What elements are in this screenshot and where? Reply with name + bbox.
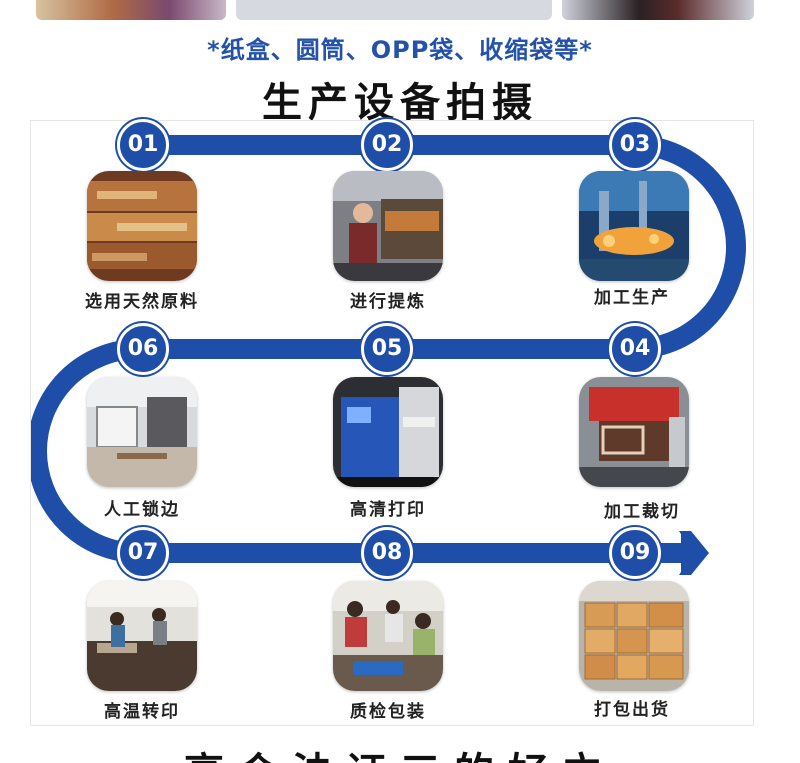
- step-photo-quality-packing: [333, 581, 443, 691]
- step-photo-hd-printing: [333, 377, 443, 487]
- step-photo-raw-materials: [87, 171, 197, 281]
- step-label-09: 打包出货: [594, 700, 670, 720]
- step-photo-refining: [333, 171, 443, 281]
- step-label-03: 加工生产: [594, 288, 670, 308]
- step-photo-shipping: [579, 581, 689, 691]
- packaging-note: *纸盒、圆筒、OPP袋、收缩袋等*: [207, 36, 593, 64]
- top-thumbnail-middle: [236, 0, 552, 20]
- step-label-06: 人工锁边: [104, 500, 180, 520]
- production-flow-panel: 01 02 03: [30, 119, 754, 726]
- step-label-07: 高温转印: [104, 702, 180, 722]
- step-number-09: 09: [609, 527, 661, 579]
- step-label-01: 选用天然原料: [85, 292, 199, 312]
- step-photo-die-cutting: [579, 377, 689, 487]
- step-number-08: 08: [361, 527, 413, 579]
- step-number-05: 05: [361, 323, 413, 375]
- step-label-05: 高清打印: [350, 500, 426, 520]
- top-image-strip: [0, 0, 800, 26]
- step-number-07: 07: [117, 527, 169, 579]
- step-photo-processing: [579, 171, 689, 281]
- step-photo-heat-transfer: [87, 581, 197, 691]
- next-section-heading-cropped: 高会法证三的好立: [0, 740, 800, 763]
- step-number-04: 04: [609, 323, 661, 375]
- step-number-03: 03: [609, 119, 661, 171]
- top-thumbnail-left: [36, 0, 226, 20]
- step-label-08: 质检包装: [350, 702, 426, 722]
- step-number-02: 02: [361, 119, 413, 171]
- section-title: 生产设备拍摄: [262, 80, 538, 126]
- step-number-06: 06: [117, 323, 169, 375]
- step-label-02: 进行提炼: [350, 292, 426, 312]
- step-number-01: 01: [117, 119, 169, 171]
- top-thumbnail-right: [562, 0, 754, 20]
- step-photo-hand-stitching: [87, 377, 197, 487]
- step-label-04: 加工裁切: [604, 502, 680, 522]
